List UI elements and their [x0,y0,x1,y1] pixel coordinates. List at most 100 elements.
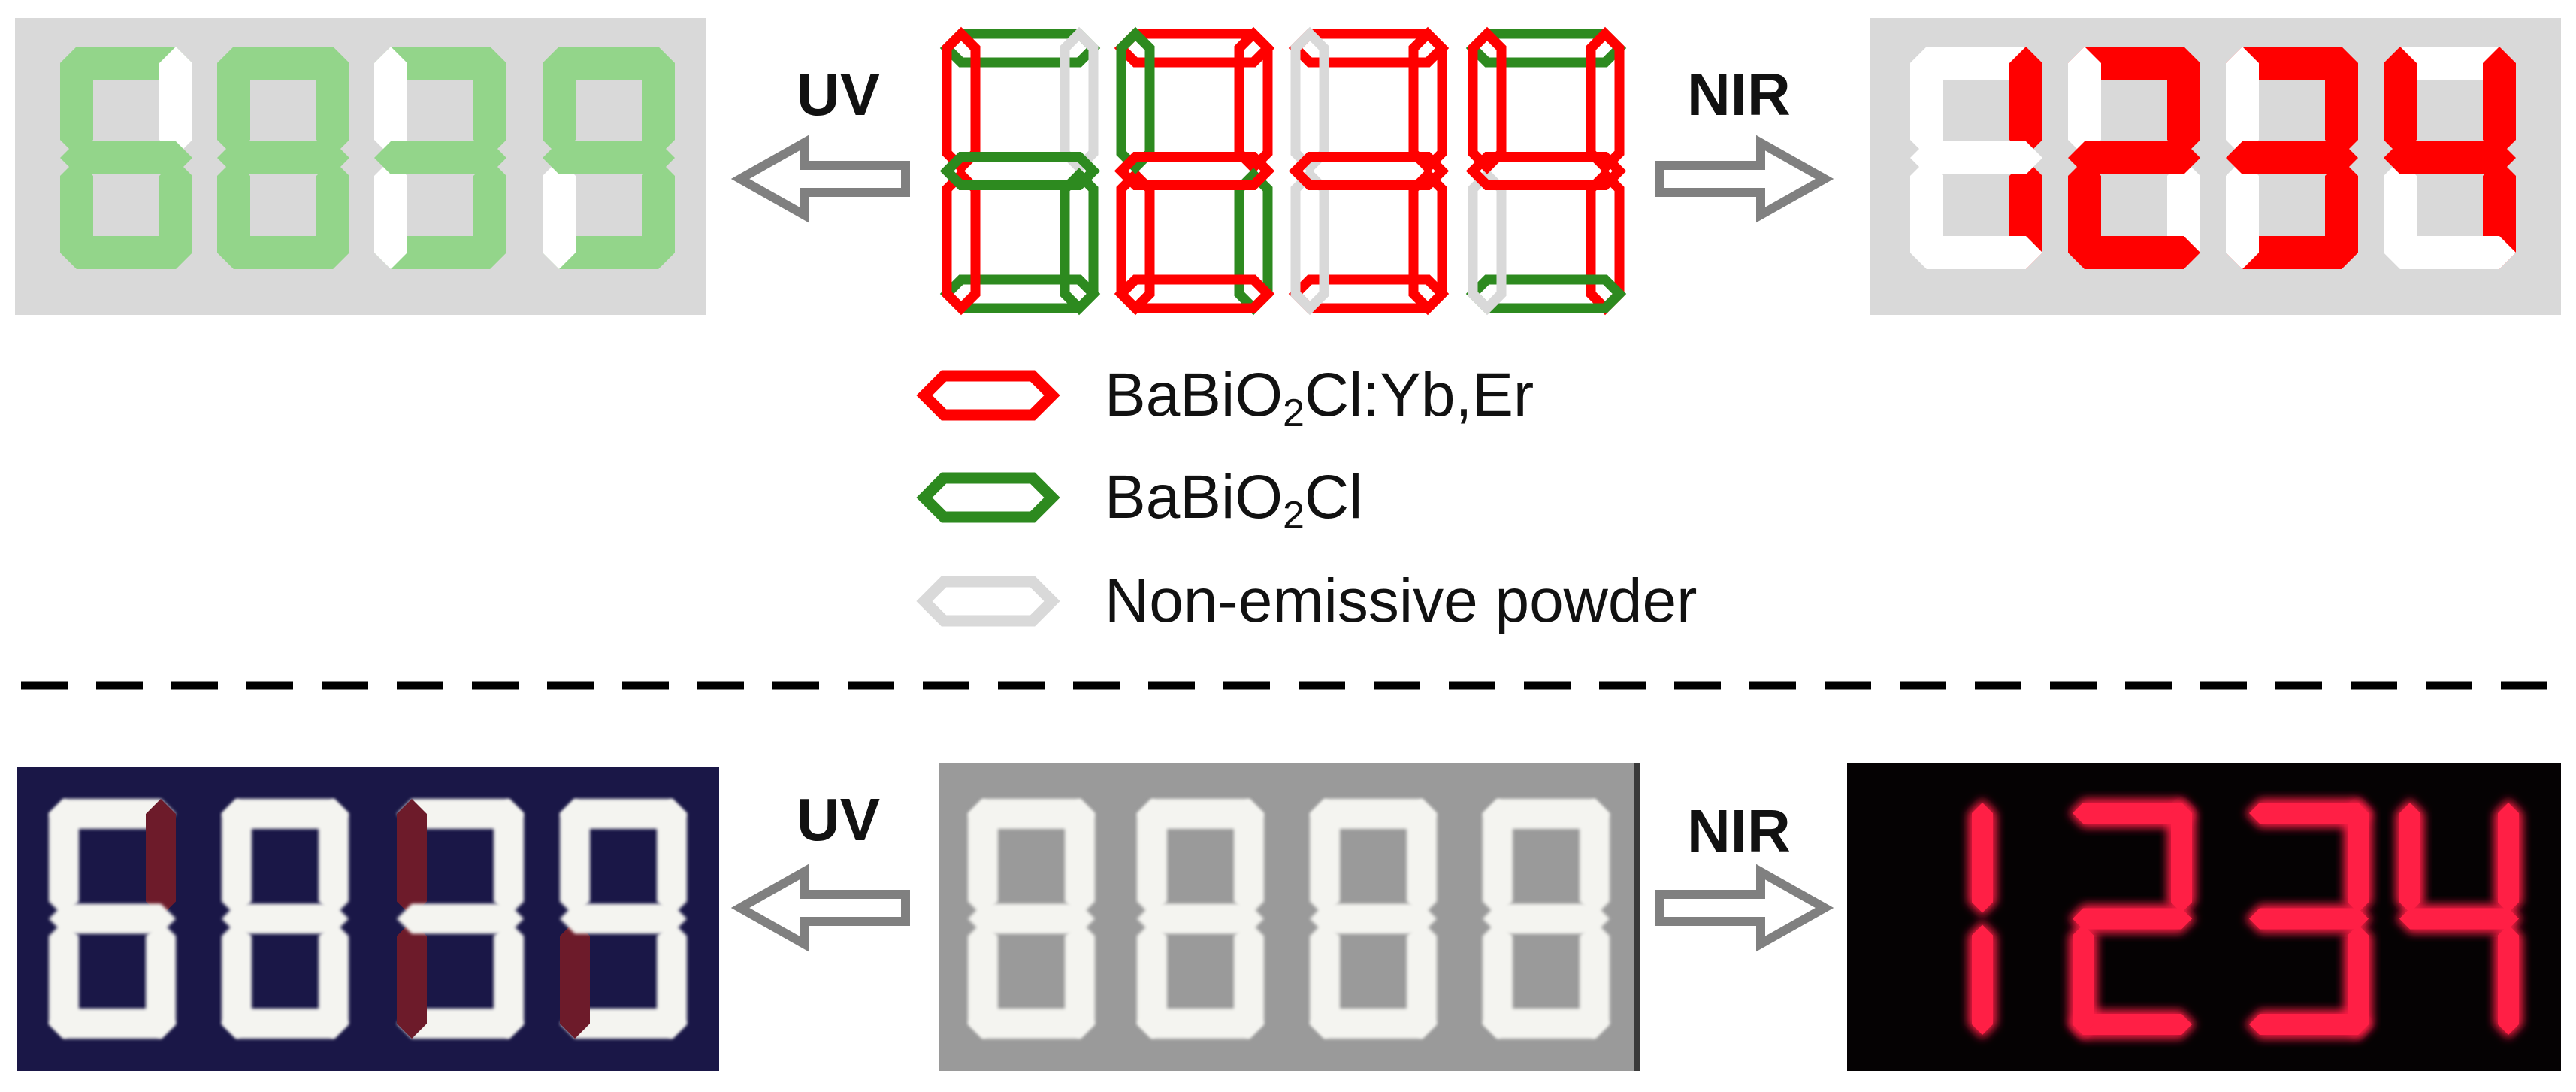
segment-lit-b [2483,47,2516,156]
legend-item-babio2cl-yb-er: BaBiO2Cl:Yb,Er [909,358,1534,433]
uv-label-bottom: UV [797,786,881,853]
segment-unlit-e [543,159,576,269]
design-segment-f [1290,26,1329,174]
segment-lit-g [397,903,524,934]
segment-unlit-e [397,921,427,1039]
design-segment-e [1290,168,1329,316]
nir-label-bottom: NIR [1687,797,1791,864]
legend-label-babio2cl: BaBiO2Cl [1105,463,1363,537]
segment-lit-g [1483,903,1610,934]
segment-lit-d [2073,1014,2192,1035]
segment-lit-d [968,1009,1095,1039]
legend-swatch-green [916,472,1060,523]
segment-lit-a [49,799,176,829]
white-light-photo-edge [1634,763,1640,1071]
nir-arrow-bottom [1655,864,1834,952]
segment-lit-d [1310,1009,1437,1039]
segment-lit-g [374,141,506,174]
segment-lit-d [1137,1009,1264,1039]
segment-unlit-e [1910,159,1943,269]
design-segment-b [1060,26,1099,174]
segment-lit-f [560,799,590,917]
design-segment-e [942,168,981,316]
segment-unlit-e [374,159,407,269]
design-segment-e [1468,168,1507,316]
legend-item-non-emissive: Non-emissive powder [909,564,1697,639]
segment-lit-b [1065,799,1095,917]
design-segment-b [1586,26,1625,174]
segment-unlit-f [374,47,407,156]
segment-lit-e [1310,921,1340,1039]
segment-lit-b [473,47,506,156]
segment-lit-d [1483,1009,1610,1039]
segment-unlit-f [1910,47,1943,156]
segment-lit-f [968,799,998,917]
segment-lit-a [397,799,524,829]
segment-lit-f [60,47,93,156]
segment-lit-b [657,799,687,917]
segment-lit-b [642,47,675,156]
nir-arrow-top [1655,135,1834,223]
segment-lit-a [1137,799,1264,829]
segment-unlit-f [2226,47,2259,156]
segment-lit-g [1310,903,1437,934]
segment-lit-f [1483,799,1513,917]
segment-lit-e [1483,921,1513,1039]
design-digit [1465,26,1627,316]
segment-lit-g [2073,908,2192,930]
nir-label-top: NIR [1687,61,1791,128]
segment-lit-e [60,159,93,269]
segment-lit-e [968,921,998,1039]
segment-lit-g [217,141,349,174]
segment-lit-g [1137,903,1264,934]
white-light-photo-digits [968,799,1610,1039]
nir-result-digits [1910,47,2516,269]
design-digit [1114,26,1275,316]
segment-unlit-f [397,799,427,917]
segment-lit-a [560,799,687,829]
segment-unlit-e [560,921,590,1039]
segment-unlit-e [2384,159,2417,269]
segment-lit-e [2068,159,2101,269]
segment-lit-e [217,159,250,269]
segment-lit-a [2073,803,2192,824]
segment-lit-g [222,903,349,934]
design-segment-g [1114,152,1275,190]
uv-result-digits [60,47,675,269]
nir-photo-digits [1968,799,2523,1039]
segment-lit-a [222,799,349,829]
segment-lit-c [2348,924,2369,1035]
segment-lit-f [2384,47,2417,156]
segment-lit-c [2498,924,2519,1035]
legend-label-babio2cl-yb-er: BaBiO2Cl:Yb,Er [1105,361,1534,435]
segment-lit-g [2399,908,2519,930]
design-segment-f [1468,26,1507,174]
segment-lit-g [2249,908,2369,930]
segment-lit-g [2384,141,2516,174]
segment-unlit-b [146,799,176,917]
segment-lit-b [2009,47,2042,156]
segment-lit-g [2068,141,2200,174]
segment-lit-g [543,141,675,174]
segment-unlit-e [2226,159,2259,269]
segment-lit-f [2399,803,2420,913]
segment-unlit-b [159,47,192,156]
uv-photo-digits [49,799,687,1039]
segment-lit-e [1137,921,1167,1039]
design-segment-f [1116,26,1155,174]
segment-lit-d [397,1009,524,1039]
segment-unlit-g [1910,141,2042,174]
segment-lit-d [2249,1014,2369,1035]
segment-lit-b [2348,803,2369,913]
design-digit [1288,26,1450,316]
legend-swatch-red [916,370,1060,421]
segment-lit-b [1234,799,1264,917]
segment-lit-g [49,903,176,934]
segment-lit-d [560,1009,687,1039]
segment-lit-a [1483,799,1610,829]
segment-lit-f [217,47,250,156]
design-segment-g [1465,152,1627,190]
segment-lit-g [60,141,192,174]
